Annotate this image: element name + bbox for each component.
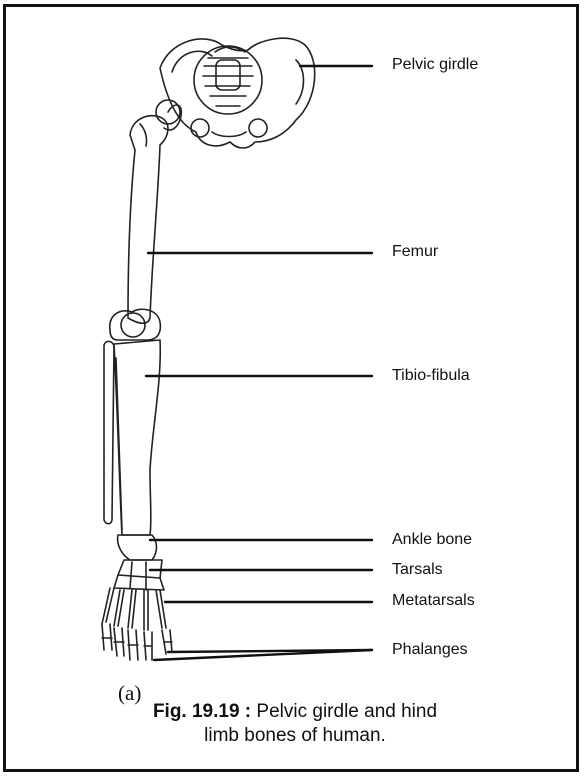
label-ankle-bone: Ankle bone (392, 531, 472, 549)
leader-lines (146, 66, 372, 660)
caption-line-2: limb bones of human. (204, 725, 386, 746)
femur-illustration (110, 105, 182, 340)
label-tarsals: Tarsals (392, 561, 443, 579)
foot-illustration (102, 535, 172, 660)
figure-number: Fig. 19.19 : (153, 701, 251, 722)
label-tibio-fibula: Tibio-fibula (392, 367, 470, 385)
label-femur: Femur (392, 243, 438, 261)
figure-caption: Fig. 19.19 : Pelvic girdle and hind limb… (60, 700, 530, 748)
pelvic-girdle-illustration (156, 38, 315, 148)
tibio-fibula-illustration (104, 340, 160, 535)
caption-line-1: Pelvic girdle and hind (256, 701, 437, 722)
label-pelvic-girdle: Pelvic girdle (392, 56, 478, 74)
label-phalanges: Phalanges (392, 641, 468, 659)
label-metatarsals: Metatarsals (392, 592, 475, 610)
